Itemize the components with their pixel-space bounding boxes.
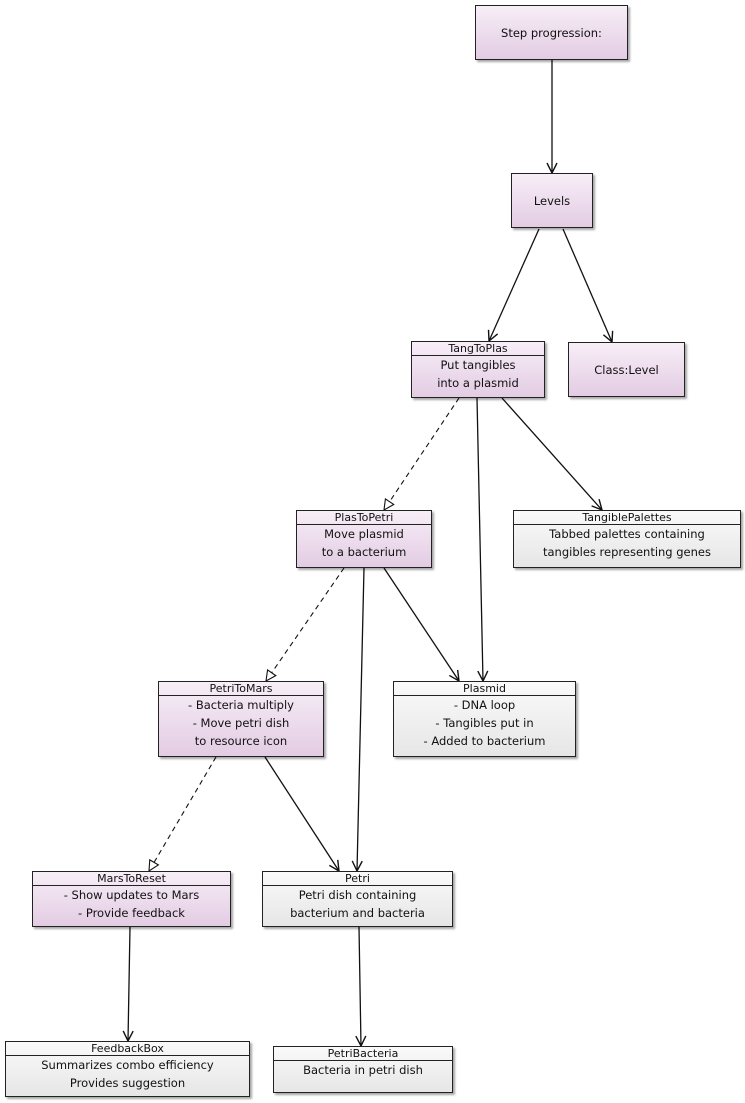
node-class-level[interactable]: Class:Level <box>568 342 685 397</box>
node-plasmid-line-2: - Tangibles put in <box>435 716 534 730</box>
node-step-progression-label: Step progression: <box>501 25 602 40</box>
node-plastopetri-title: PlasToPetri <box>297 511 431 525</box>
node-petritomars-line-2: - Move petri dish <box>192 716 290 730</box>
edge-tangtoplas-to-tangiblepalettes <box>501 397 602 510</box>
node-plasmid[interactable]: Plasmid - DNA loop - Tangibles put in - … <box>393 681 576 757</box>
node-tangiblepalettes-title: TangiblePalettes <box>514 511 740 525</box>
node-petribacteria-title: PetriBacteria <box>274 1047 452 1061</box>
node-feedbackbox[interactable]: FeedbackBox Summarizes combo efficiency … <box>5 1041 250 1097</box>
edge-tangtoplas-to-plasmid <box>476 397 483 681</box>
node-plastopetri-line-1: Move plasmid <box>324 527 404 541</box>
node-feedbackbox-title: FeedbackBox <box>6 1042 249 1056</box>
edge-plastopetri-to-petri <box>357 567 365 871</box>
node-petri-line-2: bacterium and bacteria <box>290 906 425 920</box>
node-plasmid-line-3: - Added to bacterium <box>423 734 546 748</box>
node-tangtoplas-line-1: Put tangibles <box>440 358 516 372</box>
edge-tangtoplas-to-plastopetri <box>384 397 460 510</box>
node-petri-title: Petri <box>263 872 452 886</box>
node-class-level-label: Class:Level <box>594 362 659 377</box>
node-petritomars-title: PetriToMars <box>159 682 323 696</box>
node-petritomars-line-3: to resource icon <box>194 734 288 748</box>
node-plastopetri-line-2: to a bacterium <box>321 545 407 559</box>
edge-plastopetri-to-petritomars <box>266 567 345 681</box>
edge-levels-to-class-level <box>562 228 612 342</box>
node-marstoreset-line-1: - Show updates to Mars <box>63 888 200 902</box>
node-step-progression[interactable]: Step progression: <box>475 5 628 60</box>
node-marstoreset[interactable]: MarsToReset - Show updates to Mars - Pro… <box>32 871 231 927</box>
edge-petri-to-petribacteria <box>359 926 361 1046</box>
node-petri-line-1: Petri dish containing <box>298 888 417 902</box>
node-petritomars[interactable]: PetriToMars - Bacteria multiply - Move p… <box>158 681 324 757</box>
node-petribacteria[interactable]: PetriBacteria Bacteria in petri dish <box>273 1046 453 1093</box>
node-petri[interactable]: Petri Petri dish containing bacterium an… <box>262 871 453 927</box>
node-tangiblepalettes[interactable]: TangiblePalettes Tabbed palettes contain… <box>513 510 741 568</box>
node-tangtoplas-line-2: into a plasmid <box>437 376 519 390</box>
edge-petritomars-to-marstoreset <box>149 756 217 871</box>
edge-marstoreset-to-feedbackbox <box>128 926 130 1041</box>
node-levels-label: Levels <box>533 193 571 208</box>
node-tangiblepalettes-line-1: Tabbed palettes containing <box>549 527 705 541</box>
node-petribacteria-line-1: Bacteria in petri dish <box>303 1063 423 1077</box>
node-petritomars-line-1: - Bacteria multiply <box>188 698 294 712</box>
edge-petritomars-to-petri <box>264 756 339 871</box>
node-tangiblepalettes-line-2: tangibles representing genes <box>543 545 711 559</box>
node-feedbackbox-line-1: Summarizes combo efficiency <box>41 1058 214 1072</box>
node-tangtoplas-title: TangToPlas <box>412 342 544 356</box>
node-plasmid-title: Plasmid <box>394 682 575 696</box>
edge-plastopetri-to-plasmid <box>383 567 459 681</box>
node-plastopetri[interactable]: PlasToPetri Move plasmid to a bacterium <box>296 510 432 568</box>
node-plasmid-line-1: - DNA loop <box>453 698 516 712</box>
node-feedbackbox-line-2: Provides suggestion <box>69 1076 186 1090</box>
edge-levels-to-tangtoplas <box>489 228 540 341</box>
node-levels[interactable]: Levels <box>511 173 593 228</box>
node-marstoreset-title: MarsToReset <box>33 872 230 886</box>
node-marstoreset-line-2: - Provide feedback <box>78 906 185 920</box>
node-tangtoplas[interactable]: TangToPlas Put tangibles into a plasmid <box>411 341 545 398</box>
